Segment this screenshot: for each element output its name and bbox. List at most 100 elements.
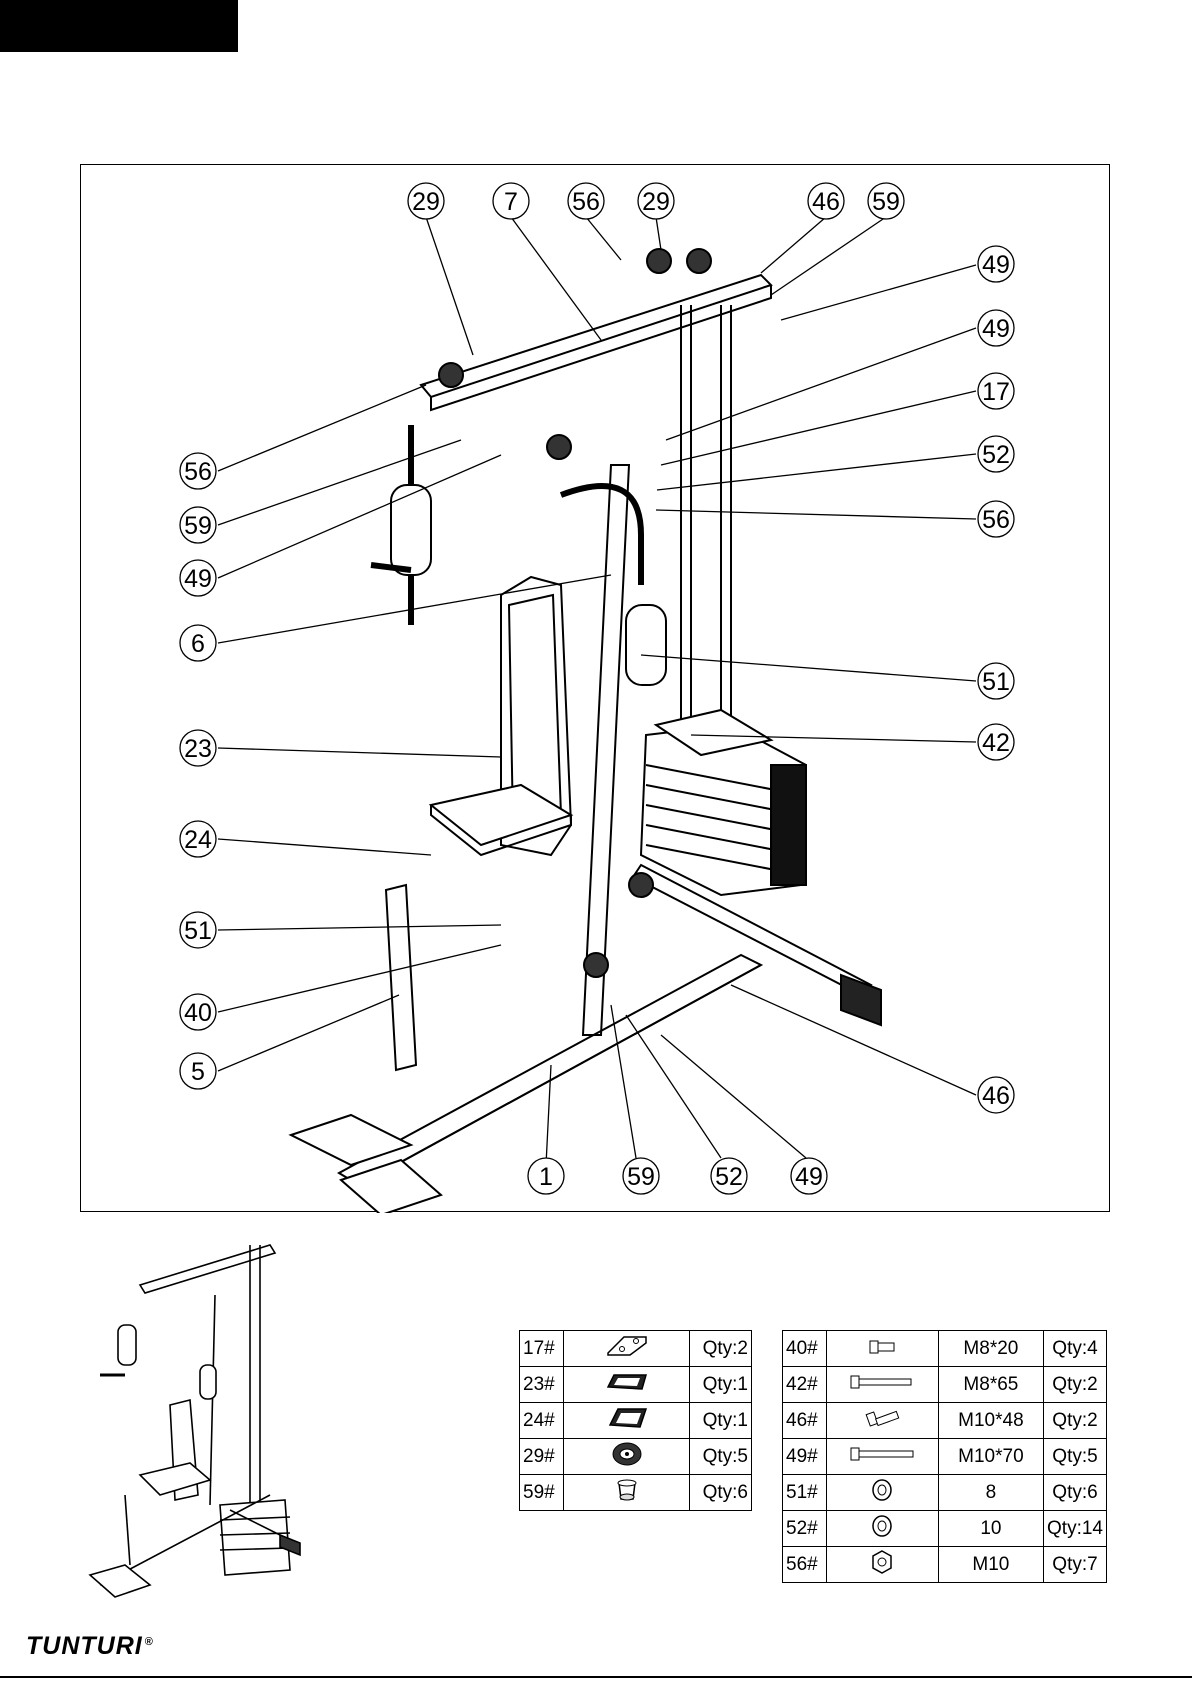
parts-table-right: 40# M8*20 Qty:4 42# M8*65 Qty:2 46# M10*… [782, 1330, 1107, 1583]
callout-labels: 29 7 56 29 46 [180, 183, 1014, 1194]
svg-text:59: 59 [627, 1163, 655, 1191]
svg-text:52: 52 [982, 441, 1010, 469]
svg-text:56: 56 [572, 188, 600, 216]
part-qty: Qty:2 [690, 1331, 752, 1367]
registered-mark: ® [145, 1636, 154, 1648]
svg-text:49: 49 [982, 315, 1010, 343]
long-bolt-icon [827, 1367, 939, 1403]
washer-icon [827, 1511, 939, 1547]
table-row: 46# M10*48 Qty:2 [783, 1403, 1107, 1439]
svg-text:49: 49 [795, 1163, 823, 1191]
svg-text:59: 59 [872, 188, 900, 216]
callout-right-1: 49 [781, 246, 1014, 320]
svg-text:23: 23 [184, 735, 212, 763]
part-code: 17# [520, 1331, 564, 1367]
brand-logo: TUNTURI® [26, 1632, 154, 1661]
part-code: 49# [783, 1439, 827, 1475]
table-row: 24# Qty:1 [520, 1403, 752, 1439]
short-bolt-icon [827, 1331, 939, 1367]
svg-text:59: 59 [184, 512, 212, 540]
svg-text:52: 52 [715, 1163, 743, 1191]
svg-text:49: 49 [184, 565, 212, 593]
part-code: 24# [520, 1403, 564, 1439]
header-black-tab [0, 0, 238, 52]
part-code: 42# [783, 1367, 827, 1403]
part-qty: Qty:1 [690, 1403, 752, 1439]
callout-top-3: 56 [568, 183, 621, 260]
svg-text:49: 49 [982, 251, 1010, 279]
long-bolt-icon [827, 1439, 939, 1475]
bolt-icon [827, 1403, 939, 1439]
callout-left-3: 49 [180, 455, 501, 596]
part-code: 46# [783, 1403, 827, 1439]
svg-text:24: 24 [184, 826, 212, 854]
brand-name: TUNTURI [26, 1632, 143, 1660]
footer-rule [0, 1676, 1192, 1678]
part-qty: Qty:6 [1044, 1475, 1107, 1511]
svg-text:6: 6 [191, 630, 205, 658]
svg-text:51: 51 [184, 917, 212, 945]
table-row: 51# 8 Qty:6 [783, 1475, 1107, 1511]
bushing-icon [564, 1475, 690, 1511]
table-row: 29# Qty:5 [520, 1439, 752, 1475]
part-code: 51# [783, 1475, 827, 1511]
svg-text:56: 56 [982, 506, 1010, 534]
svg-text:29: 29 [642, 188, 670, 216]
callout-right-6: 51 [641, 655, 1014, 699]
callout-left-7: 51 [180, 912, 501, 948]
table-row: 42# M8*65 Qty:2 [783, 1367, 1107, 1403]
table-row: 40# M8*20 Qty:4 [783, 1331, 1107, 1367]
table-row: 23# Qty:1 [520, 1367, 752, 1403]
parts-table-left: 17# Qty:2 23# Qty:1 24# Qty:1 29# Qty:5 … [519, 1330, 752, 1511]
exploded-diagram: 29 7 56 29 46 [81, 165, 1111, 1213]
part-code: 59# [520, 1475, 564, 1511]
part-size: 10 [938, 1511, 1043, 1547]
svg-text:17: 17 [982, 378, 1010, 406]
part-qty: Qty:7 [1044, 1547, 1107, 1583]
part-code: 23# [520, 1367, 564, 1403]
callout-right-4: 52 [657, 436, 1014, 490]
part-size: 8 [938, 1475, 1043, 1511]
part-qty: Qty:14 [1044, 1511, 1107, 1547]
washer-icon [827, 1475, 939, 1511]
svg-text:51: 51 [982, 668, 1010, 696]
table-row: 52# 10 Qty:14 [783, 1511, 1107, 1547]
nut-icon [827, 1547, 939, 1583]
machine-drawing [291, 249, 881, 1213]
svg-text:29: 29 [412, 188, 440, 216]
part-qty: Qty:6 [690, 1475, 752, 1511]
part-qty: Qty:2 [1044, 1403, 1107, 1439]
callout-left-6: 24 [180, 821, 431, 857]
pulley-icon [564, 1439, 690, 1475]
assembled-machine-thumbnail [70, 1225, 330, 1605]
table-row: 56# M10 Qty:7 [783, 1547, 1107, 1583]
part-code: 29# [520, 1439, 564, 1475]
part-qty: Qty:1 [690, 1367, 752, 1403]
callout-top-5: 46 [761, 183, 844, 273]
callout-right-5: 56 [656, 501, 1014, 537]
part-size: M8*65 [938, 1367, 1043, 1403]
svg-text:1: 1 [539, 1163, 553, 1191]
table-row: 59# Qty:6 [520, 1475, 752, 1511]
callout-right-2: 49 [666, 310, 1014, 440]
callout-top-1: 29 [408, 183, 473, 355]
part-code: 40# [783, 1331, 827, 1367]
callout-right-3: 17 [661, 373, 1014, 465]
part-size: M10*70 [938, 1439, 1043, 1475]
part-code: 56# [783, 1547, 827, 1583]
svg-text:42: 42 [982, 729, 1010, 757]
svg-text:56: 56 [184, 458, 212, 486]
table-row: 17# Qty:2 [520, 1331, 752, 1367]
callout-left-1: 56 [180, 385, 426, 489]
assembly-diagram-frame: 29 7 56 29 46 [80, 164, 1110, 1212]
part-qty: Qty:5 [690, 1439, 752, 1475]
callout-top-4: 29 [638, 183, 674, 250]
callout-left-5: 23 [180, 730, 501, 766]
svg-text:40: 40 [184, 999, 212, 1027]
part-qty: Qty:5 [1044, 1439, 1107, 1475]
table-row: 49# M10*70 Qty:5 [783, 1439, 1107, 1475]
svg-text:5: 5 [191, 1058, 205, 1086]
part-code: 52# [783, 1511, 827, 1547]
svg-text:46: 46 [812, 188, 840, 216]
seat-pad-icon [564, 1403, 690, 1439]
